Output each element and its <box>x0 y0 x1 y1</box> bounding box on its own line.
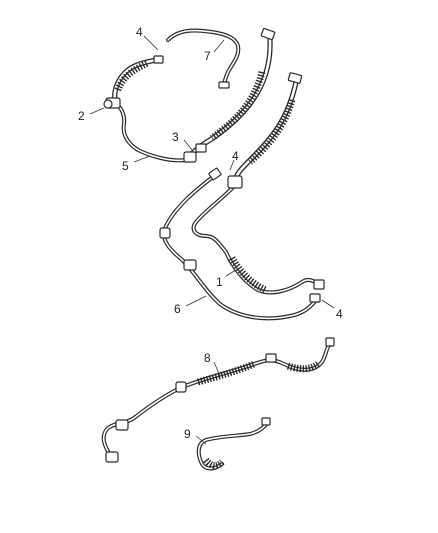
callout-9: 9 <box>184 427 191 441</box>
callout-4-middle: 4 <box>232 149 239 163</box>
callout-1: 1 <box>216 275 223 289</box>
callout-7: 7 <box>204 49 211 63</box>
callout-leaders <box>89 35 335 445</box>
callout-5: 5 <box>122 159 129 173</box>
part-5-hose-assembly <box>105 27 276 163</box>
callout-6: 6 <box>174 302 181 316</box>
callout-3: 3 <box>172 130 179 144</box>
callout-8: 8 <box>204 351 211 365</box>
callout-4-upper: 4 <box>136 25 143 39</box>
part-2-clip <box>103 99 113 109</box>
part-6-hose <box>159 167 321 321</box>
part-1-hose <box>191 72 325 295</box>
callout-4-lower: 4 <box>336 307 343 321</box>
part-9-hose <box>196 417 271 471</box>
part-8-hose <box>101 337 335 463</box>
part-7-hose <box>166 28 241 89</box>
callout-labels: 4 7 2 3 5 4 1 6 4 8 9 <box>78 25 343 441</box>
callout-2: 2 <box>78 109 85 123</box>
